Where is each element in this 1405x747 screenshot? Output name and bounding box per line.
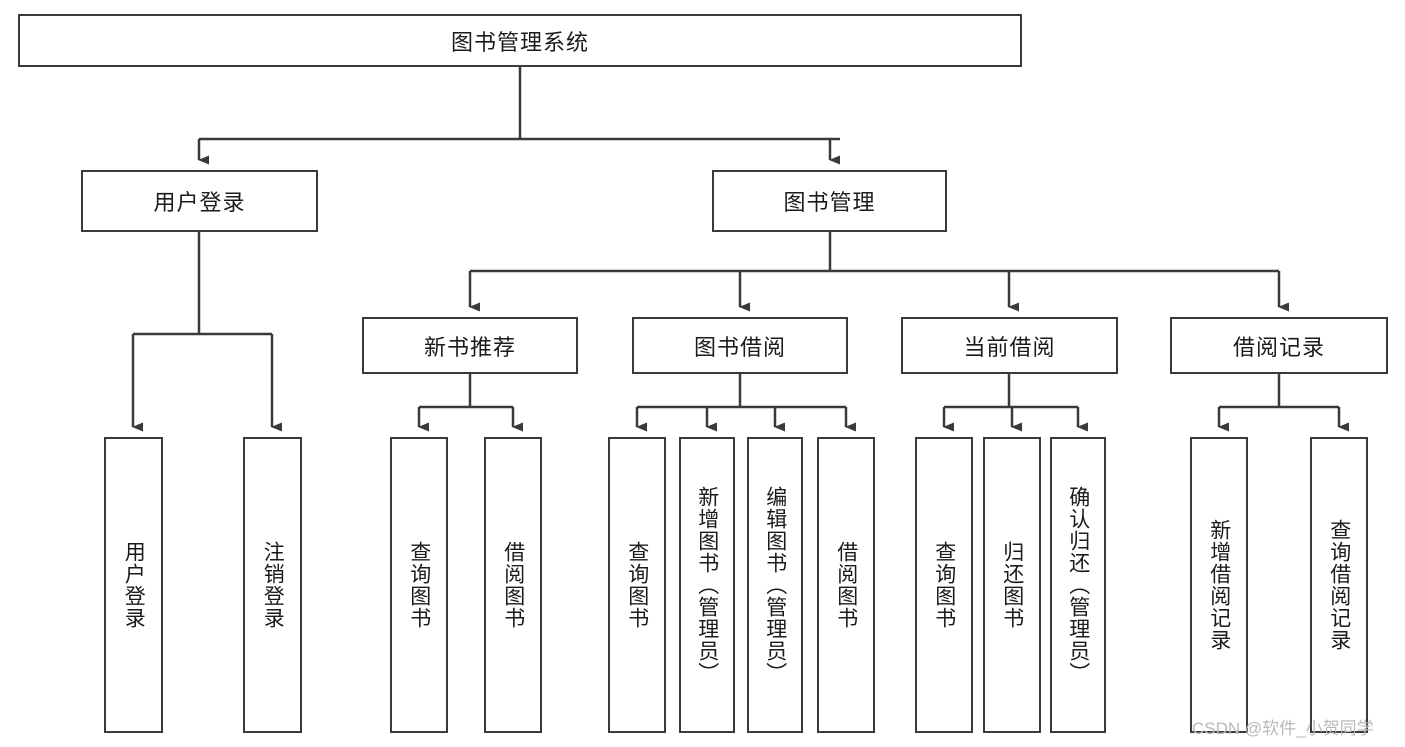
node-borrow-record[interactable]: 借阅记录 (1170, 317, 1388, 374)
node-book-borrow-label: 图书借阅 (693, 334, 786, 360)
node-leaf-user-logout-label: 注销登录 (261, 541, 285, 629)
node-book-borrow[interactable]: 图书借阅 (632, 317, 848, 374)
node-leaf-confirm-return-admin[interactable]: 确认归还（管理员） (1050, 437, 1106, 733)
node-leaf-return-book-label: 归还图书 (1000, 541, 1024, 629)
node-new-book-recommend-label: 新书推荐 (423, 334, 516, 360)
node-leaf-query-book-rec[interactable]: 查询图书 (390, 437, 448, 733)
node-root-label: 图书管理系统 (450, 29, 589, 55)
node-user-login[interactable]: 用户登录 (81, 170, 318, 232)
watermark-text: CSDN @软件_小贺同学 (1192, 719, 1374, 738)
node-leaf-query-book-borrow[interactable]: 查询图书 (608, 437, 666, 733)
node-leaf-query-book-borrow-label: 查询图书 (625, 541, 649, 629)
node-new-book-recommend[interactable]: 新书推荐 (362, 317, 578, 374)
node-borrow-record-label: 借阅记录 (1232, 334, 1325, 360)
node-leaf-edit-book-admin[interactable]: 编辑图书（管理员） (747, 437, 803, 733)
node-leaf-add-borrow-record-label: 新增借阅记录 (1207, 519, 1231, 651)
node-user-login-label: 用户登录 (153, 190, 246, 215)
node-leaf-borrow-book-label: 借阅图书 (834, 541, 858, 629)
node-leaf-query-book-current-label: 查询图书 (932, 541, 956, 629)
node-leaf-query-book-rec-label: 查询图书 (407, 541, 431, 629)
node-current-borrow[interactable]: 当前借阅 (901, 317, 1118, 374)
node-leaf-borrow-book-rec[interactable]: 借阅图书 (484, 437, 542, 733)
node-leaf-add-borrow-record[interactable]: 新增借阅记录 (1190, 437, 1248, 733)
node-leaf-user-logout[interactable]: 注销登录 (243, 437, 302, 733)
node-leaf-borrow-book-rec-label: 借阅图书 (501, 541, 525, 629)
node-leaf-query-book-current[interactable]: 查询图书 (915, 437, 973, 733)
node-leaf-add-book-admin[interactable]: 新增图书（管理员） (679, 437, 735, 733)
node-current-borrow-label: 当前借阅 (963, 334, 1056, 360)
node-root-system[interactable]: 图书管理系统 (18, 14, 1022, 67)
node-leaf-user-login-label: 用户登录 (122, 541, 146, 629)
node-leaf-add-book-admin-label: 新增图书（管理员） (695, 486, 719, 684)
node-leaf-borrow-book[interactable]: 借阅图书 (817, 437, 875, 733)
node-book-manage[interactable]: 图书管理 (712, 170, 947, 232)
node-leaf-query-borrow-record[interactable]: 查询借阅记录 (1310, 437, 1368, 733)
node-leaf-query-borrow-record-label: 查询借阅记录 (1327, 519, 1351, 651)
node-leaf-return-book[interactable]: 归还图书 (983, 437, 1041, 733)
node-leaf-user-login[interactable]: 用户登录 (104, 437, 163, 733)
node-book-manage-label: 图书管理 (783, 190, 876, 215)
node-leaf-edit-book-admin-label: 编辑图书（管理员） (763, 486, 787, 684)
node-leaf-confirm-return-admin-label: 确认归还（管理员） (1066, 486, 1090, 684)
